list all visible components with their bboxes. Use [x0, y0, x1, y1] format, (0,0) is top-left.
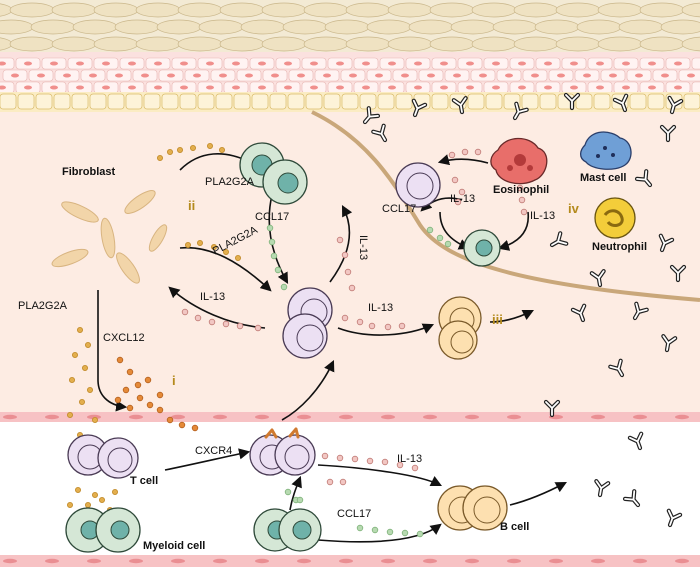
label-il13-bottom: IL-13 [397, 453, 422, 465]
marker-ii: ii [188, 198, 195, 213]
t-cell-cxcr4 [249, 427, 316, 476]
label-ccl17-right: CCL17 [382, 203, 416, 215]
eosinophil-cell [490, 137, 548, 185]
b-cell-middle [438, 296, 482, 360]
blood-vessel-upper [0, 412, 700, 422]
label-il13-vertical: IL-13 [357, 235, 369, 260]
label-myeloid-cell: Myeloid cell [143, 540, 205, 552]
label-il13-mid: IL-13 [368, 302, 393, 314]
label-t-cell: T cell [130, 475, 158, 487]
label-il13-eos-b: IL-13 [530, 210, 555, 222]
blood-vessel-lower [0, 555, 700, 567]
stratum-corneum-cells [0, 2, 700, 52]
basal-cells [0, 93, 700, 110]
label-ccl17-bottom: CCL17 [337, 508, 371, 520]
label-pla2g2a-ii: PLA2G2A [205, 176, 255, 188]
label-neutrophil: Neutrophil [592, 241, 647, 253]
marker-iv: iv [568, 201, 580, 216]
t-cell-center [282, 287, 333, 359]
myeloid-cell-upper [239, 142, 308, 205]
tissue-boundary [311, 110, 700, 302]
epidermis [0, 0, 700, 112]
label-pla2g2a-left: PLA2G2A [18, 300, 68, 312]
marker-iii: iii [492, 312, 503, 327]
mast-cell [579, 131, 632, 170]
label-b-cell: B cell [500, 521, 529, 533]
spinous-cells [0, 57, 700, 94]
label-cxcr4: CXCR4 [195, 445, 232, 457]
label-eosinophil: Eosinophil [493, 184, 549, 196]
b-cell-bottom [437, 485, 508, 531]
marker-i: i [172, 373, 176, 388]
myeloid-cell-right [463, 229, 501, 267]
label-ccl17-mid: CCL17 [255, 211, 289, 223]
t-cell-bottom [67, 434, 139, 479]
cytokine-dots [67, 142, 528, 538]
myeloid-cell-bottom-left [65, 507, 141, 553]
label-fibroblast: Fibroblast [62, 166, 116, 178]
fibroblast-cluster [51, 190, 168, 284]
myeloid-cell-bottom-middle [253, 508, 322, 552]
label-il13-eos-a: IL-13 [450, 193, 475, 205]
neutrophil-cell [594, 197, 636, 239]
label-cxcl12: CXCL12 [103, 332, 145, 344]
label-mast-cell: Mast cell [580, 172, 626, 184]
label-il13-left: IL-13 [200, 291, 225, 303]
t-cell-right [395, 162, 441, 208]
